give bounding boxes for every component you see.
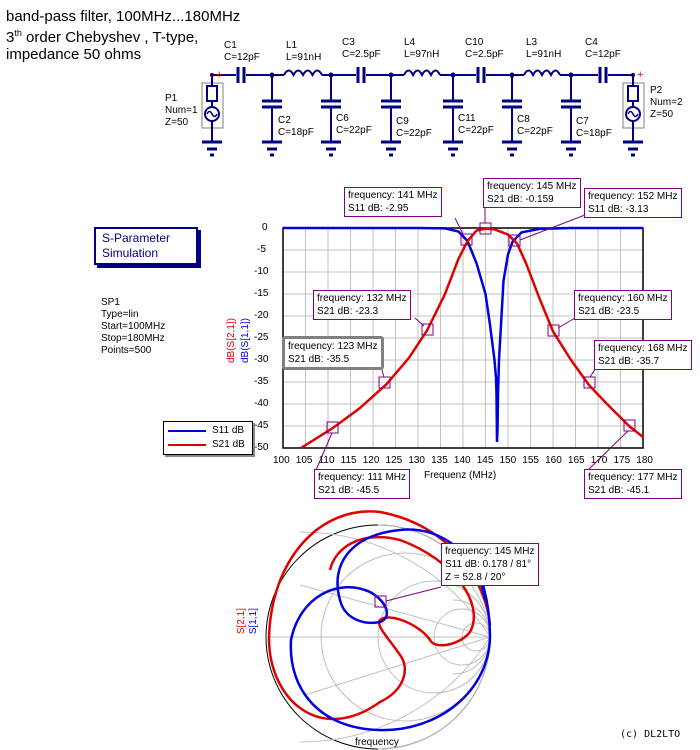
copyright-text: (c) DL2LTO bbox=[620, 729, 681, 740]
port-p1-symbol bbox=[201, 75, 224, 142]
smith-label-s21: S[2,1] bbox=[236, 608, 247, 635]
smith-s11-trace bbox=[289, 528, 492, 732]
sp-simulation-params: SP1 Type=lin Start=100MHz Stop=180MHz Po… bbox=[101, 297, 166, 356]
legend-item-s21: S21 dB bbox=[168, 438, 248, 452]
plot-legend: S11 dB S21 dB bbox=[163, 421, 253, 455]
y-tick: -45 bbox=[254, 420, 269, 431]
x-axis-label: Frequenz (MHz) bbox=[424, 470, 497, 481]
y-tick: -50 bbox=[254, 442, 269, 453]
x-axis-ticks: 100 105 110 115 120 125 130 135 140 145 … bbox=[273, 455, 653, 466]
port-p2-label: P2 Num=2 Z=50 bbox=[650, 85, 683, 120]
y-tick: -40 bbox=[254, 398, 269, 409]
y-tick: -25 bbox=[254, 332, 269, 343]
port-p2-symbol bbox=[622, 75, 645, 142]
y-tick: 0 bbox=[262, 222, 268, 233]
y-tick: -10 bbox=[254, 266, 269, 277]
smith-chart bbox=[265, 510, 492, 750]
y-tick: -20 bbox=[254, 310, 269, 321]
smith-marker-145mhz[interactable]: frequency: 145 MHz S11 dB: 0.178 / 81° Z… bbox=[441, 543, 539, 586]
y-axis-label-s11: dB(S[1,1]) bbox=[240, 318, 251, 364]
y-tick: -30 bbox=[254, 354, 269, 365]
sp-simulation-block[interactable]: S-Parameter Simulation bbox=[94, 227, 198, 265]
s21-curve bbox=[300, 227, 644, 450]
smith-label-s11: S[1,1] bbox=[248, 608, 259, 635]
y-tick: -5 bbox=[257, 244, 266, 255]
legend-item-s11: S11 dB bbox=[168, 424, 248, 438]
smith-x-label: frequency bbox=[355, 737, 399, 748]
title-line-2: 3th order Chebyshev , T-type, bbox=[6, 28, 199, 46]
title-line-1: band-pass filter, 100MHz...180MHz bbox=[6, 8, 241, 25]
smith-s21-trace bbox=[267, 510, 492, 721]
p1-plus-sign: + bbox=[216, 69, 223, 81]
schematic-wires bbox=[201, 67, 645, 157]
y-tick: -15 bbox=[254, 288, 269, 299]
schematic-title: band-pass filter, 100MHz...180MHz 3th or… bbox=[6, 8, 240, 63]
p2-plus-sign: + bbox=[637, 69, 644, 81]
y-axis-label-s21: dB(S[2,1]) bbox=[226, 318, 237, 364]
y-tick: -35 bbox=[254, 376, 269, 387]
s11-curve bbox=[283, 226, 643, 443]
port-p1-label: P1 Num=1 Z=50 bbox=[165, 93, 198, 128]
title-line-3: impedance 50 ohms bbox=[6, 46, 142, 63]
